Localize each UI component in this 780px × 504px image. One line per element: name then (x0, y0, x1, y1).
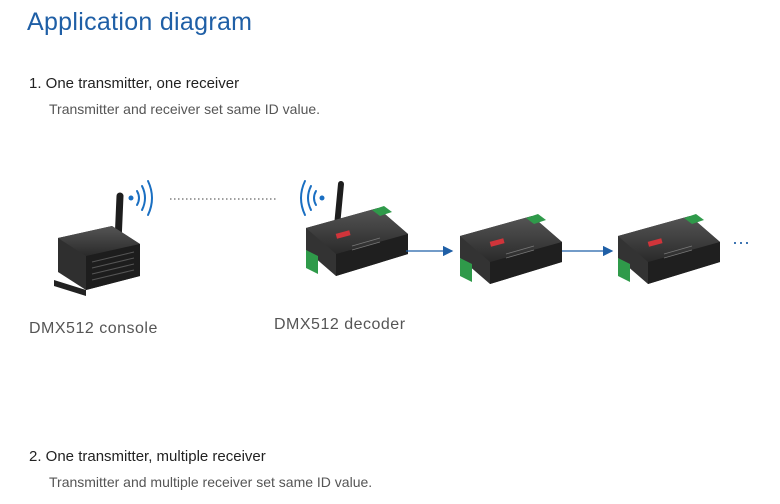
dmx512-decoder-device (460, 214, 562, 284)
dmx512-console-device (54, 192, 140, 296)
brand-badge (647, 238, 663, 247)
brand-badge (489, 238, 505, 247)
terminal-block (460, 258, 472, 282)
antenna-icon (334, 181, 344, 229)
page-title: Application diagram (27, 8, 253, 36)
dmx512-decoder-device (618, 214, 720, 284)
terminal-block (618, 258, 630, 282)
section-2-note: Transmitter and multiple receiver set sa… (49, 474, 373, 490)
more-devices-ellipsis: ··· (732, 232, 750, 252)
section-2-heading: 2. One transmitter, multiple receiver (29, 448, 266, 465)
section-1-heading: 1. One transmitter, one receiver (29, 75, 240, 92)
dmx512-decoder-device (306, 181, 408, 276)
wireless-signal-icon (128, 180, 153, 216)
section-1-note: Transmitter and receiver set same ID val… (49, 101, 321, 117)
console-label: DMX512 console (29, 320, 158, 337)
decoder-label: DMX512 decoder (274, 316, 406, 333)
wireless-signal-icon (300, 180, 325, 216)
brand-badge (335, 230, 351, 239)
terminal-block (306, 250, 318, 274)
